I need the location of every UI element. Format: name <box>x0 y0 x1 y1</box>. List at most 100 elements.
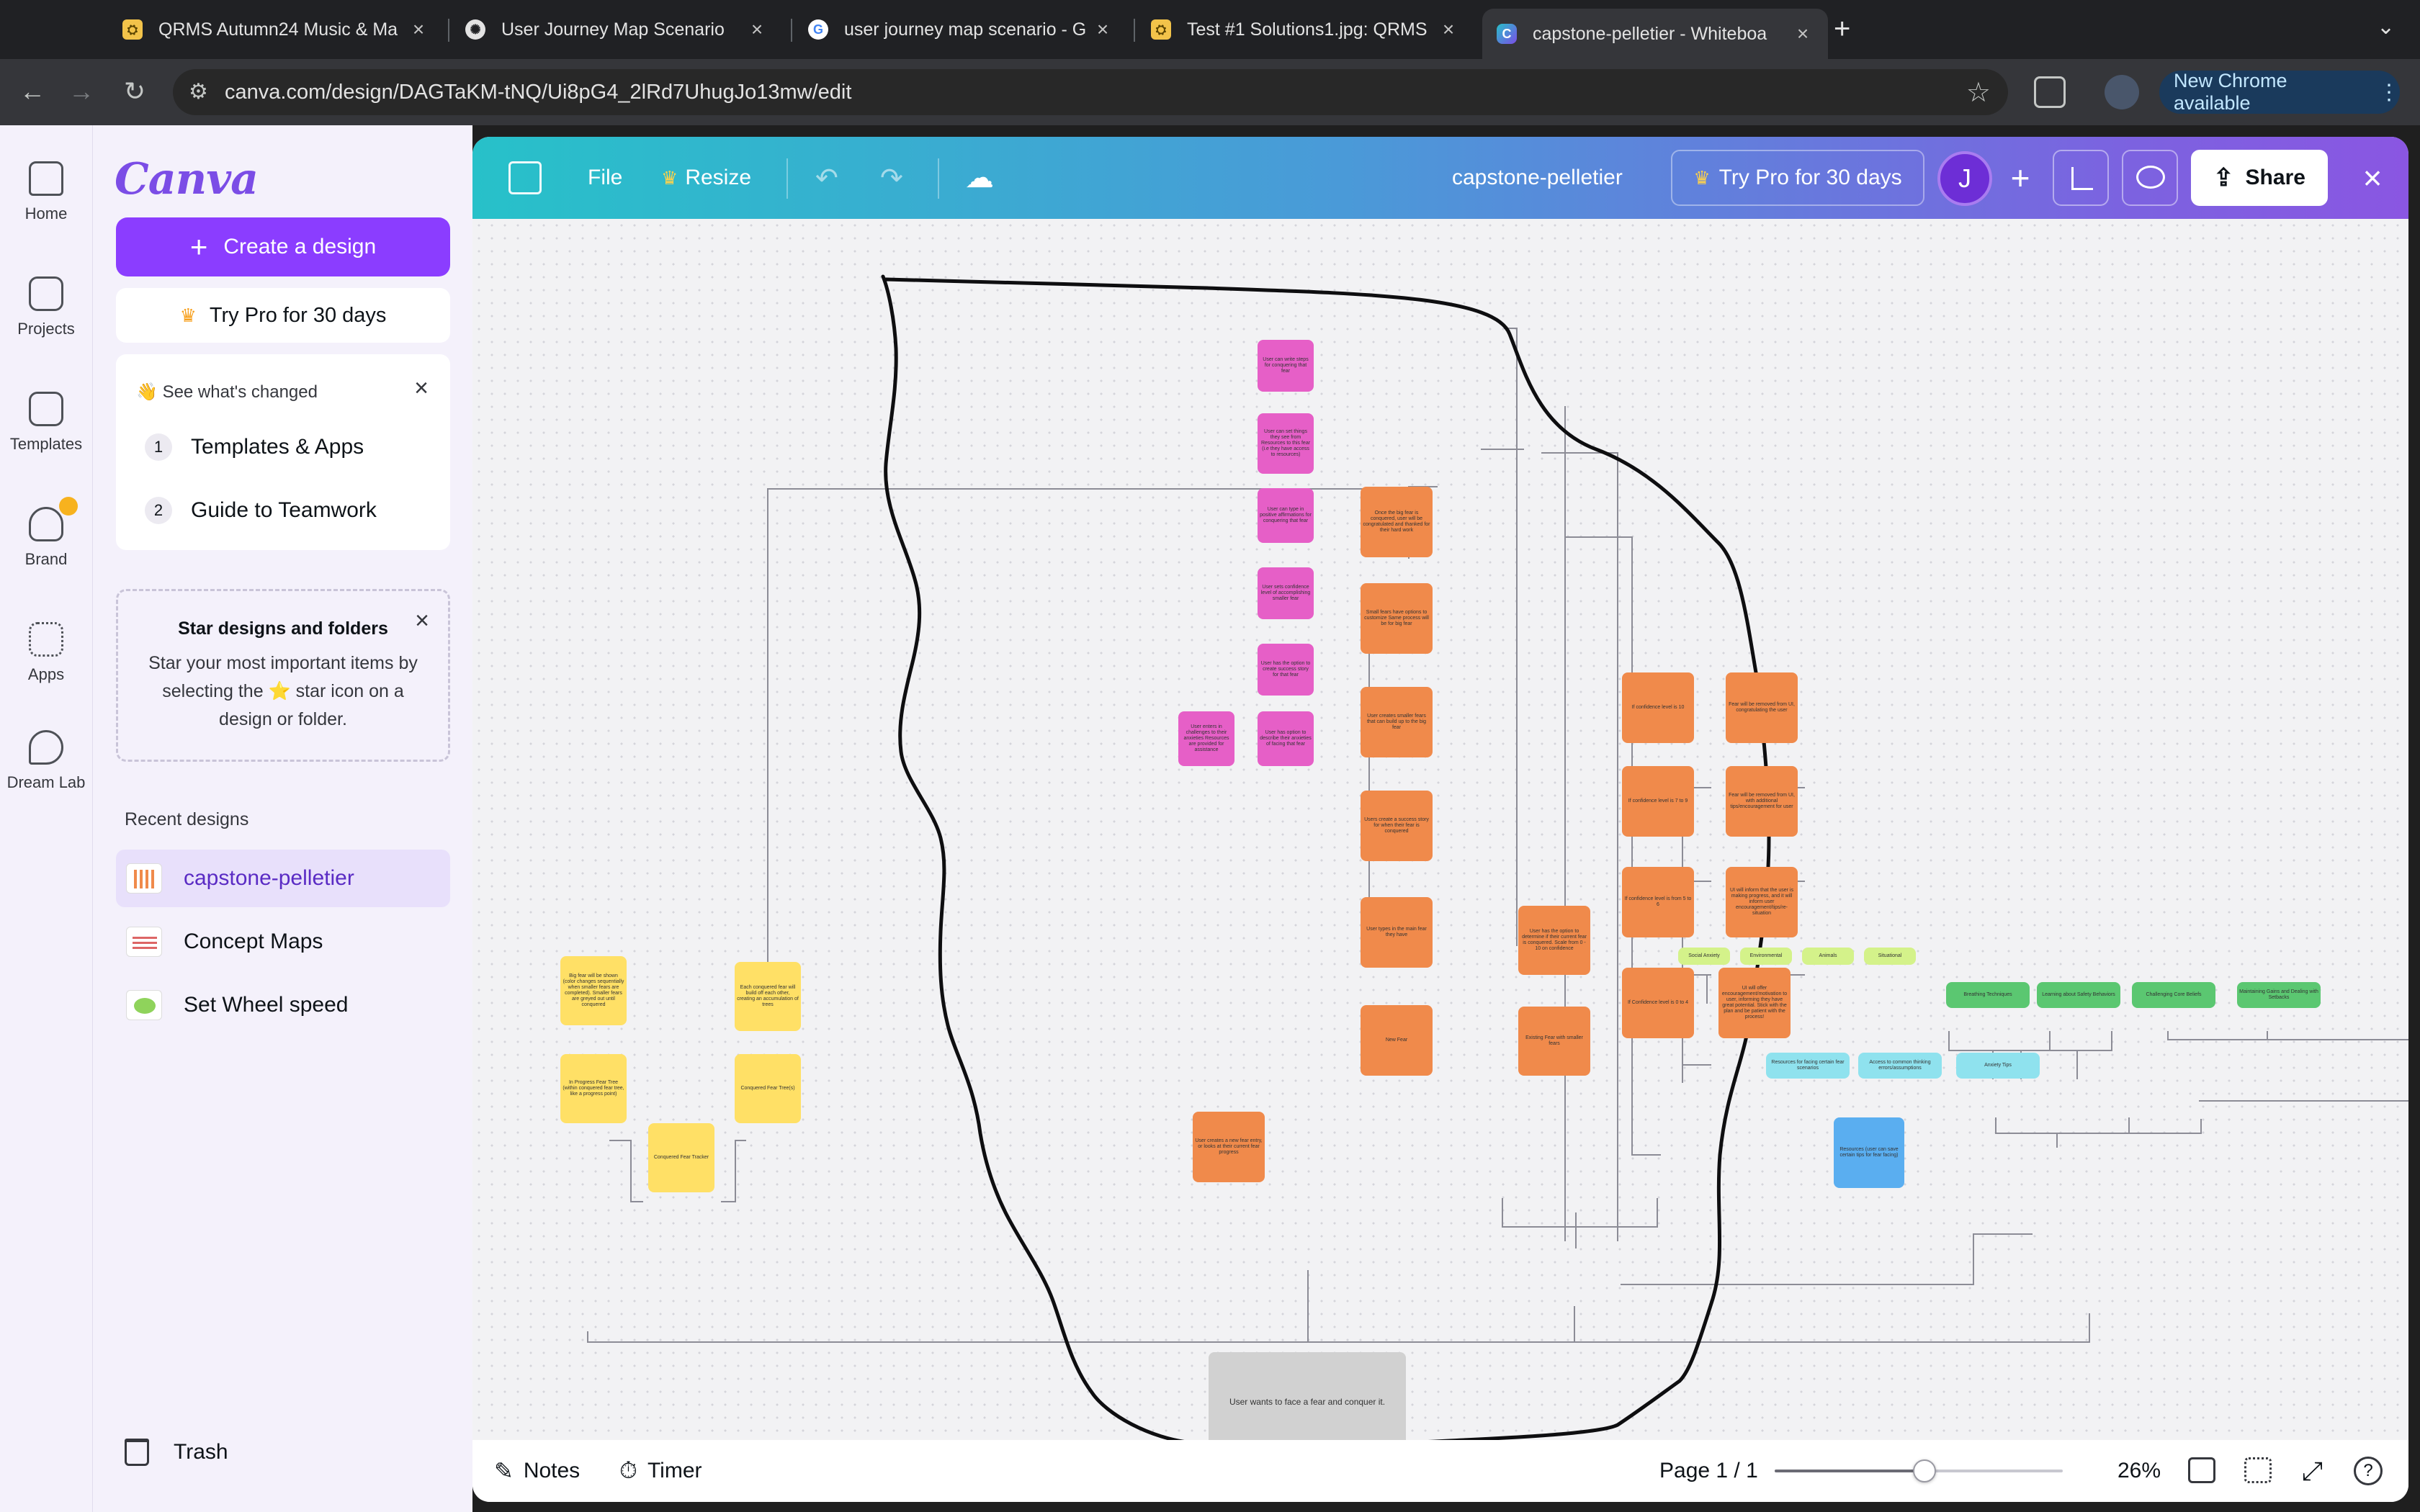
flow-node[interactable]: User types in the main fear they have <box>1361 897 1433 968</box>
flow-node[interactable]: In Progress Fear Tree (within conquered … <box>560 1054 627 1123</box>
zoom-slider-handle[interactable] <box>1913 1459 1936 1482</box>
reload-button[interactable]: ↻ <box>123 76 146 106</box>
flow-node[interactable]: User enters in challenges to their anxie… <box>1178 711 1234 766</box>
flow-node[interactable]: User creates a new fear entry, or looks … <box>1193 1112 1265 1182</box>
close-icon[interactable]: × <box>415 607 429 634</box>
flow-node[interactable]: User can write steps for conquering that… <box>1258 340 1314 392</box>
file-menu-button[interactable]: File <box>588 166 623 189</box>
flow-node[interactable]: Resources (user can save certain tips fo… <box>1834 1117 1904 1188</box>
try-pro-button[interactable]: ♛ Try Pro for 30 days <box>116 288 450 343</box>
pages-view-icon[interactable] <box>2188 1457 2215 1483</box>
flow-node[interactable]: UI will inform that the user is making p… <box>1726 867 1798 937</box>
canva-logo[interactable]: Canva <box>115 154 259 204</box>
notes-button[interactable]: ✎ Notes <box>494 1458 581 1484</box>
try-pro-button[interactable]: ♛ Try Pro for 30 days <box>1671 150 1924 206</box>
flow-node[interactable]: Each conquered fear will build off each … <box>735 962 801 1031</box>
browser-tab[interactable]: ⛭ QRMS Autumn24 Music & Ma × <box>108 9 444 50</box>
insights-button[interactable] <box>2053 150 2109 206</box>
close-icon[interactable]: × <box>1096 18 1109 40</box>
browser-tab[interactable]: ✺ User Journey Map Scenario × <box>451 9 782 50</box>
site-settings-icon[interactable]: ⚙ <box>189 80 208 104</box>
flow-node[interactable]: Challenging Core Beliefs <box>2132 982 2215 1008</box>
resize-button[interactable]: ♛ Resize <box>661 166 752 189</box>
trash-button[interactable]: Trash <box>125 1439 228 1466</box>
zoom-level[interactable]: 26% <box>2118 1459 2161 1482</box>
share-button[interactable]: ⇪ Share <box>2191 150 2328 206</box>
back-button[interactable]: ← <box>19 76 45 106</box>
user-avatar[interactable]: J <box>1937 151 1992 206</box>
browser-tab-active[interactable]: C capstone-pelletier - Whiteboa × <box>1482 9 1828 59</box>
flow-node[interactable]: If Confidence level is 0 to 4 <box>1622 968 1694 1038</box>
start-node[interactable]: User wants to face a fear and conquer it… <box>1209 1352 1406 1440</box>
flow-node[interactable]: User sets confidence level of accomplish… <box>1258 567 1314 619</box>
flow-node[interactable]: Small fears have options to customize Sa… <box>1361 583 1433 654</box>
recent-design-item[interactable]: Concept Maps <box>116 913 450 971</box>
flow-node[interactable]: Anxiety Tips <box>1956 1053 2040 1079</box>
grid-view-icon[interactable] <box>2244 1457 2272 1483</box>
rail-item-apps[interactable]: Apps <box>0 622 92 684</box>
flow-node[interactable]: Conquered Fear Tracker <box>648 1123 714 1192</box>
close-icon[interactable]: × <box>750 18 763 40</box>
flow-node[interactable]: Big fear will be shown (color changes se… <box>560 956 627 1025</box>
new-chrome-available-button[interactable]: New Chrome available ⋮ <box>2159 70 2400 114</box>
flow-node[interactable]: Animals <box>1802 948 1854 965</box>
flow-node[interactable]: Once the big fear is conquered, user wil… <box>1361 487 1433 557</box>
profile-avatar[interactable] <box>2105 75 2139 109</box>
flow-node[interactable]: User can set things they see from Resour… <box>1258 413 1314 474</box>
flow-node[interactable]: If confidence level is 10 <box>1622 672 1694 743</box>
forward-button[interactable]: → <box>68 76 94 106</box>
rail-item-dream-lab[interactable]: Dream Lab <box>0 730 92 792</box>
recent-design-item[interactable]: Set Wheel speed <box>116 976 450 1034</box>
extensions-icon[interactable] <box>2034 76 2066 108</box>
flow-node[interactable]: Environmental <box>1740 948 1792 965</box>
flow-node[interactable]: Breathing Techniques <box>1946 982 2030 1008</box>
flow-node[interactable]: User has option to describe their anxiet… <box>1258 711 1314 766</box>
rail-item-projects[interactable]: Projects <box>0 276 92 338</box>
close-icon[interactable]: × <box>1796 22 1809 45</box>
whats-changed-item[interactable]: 1 Templates & Apps <box>145 433 364 461</box>
flow-node[interactable]: Resources for facing certain fear scenar… <box>1766 1053 1850 1079</box>
design-title[interactable]: capstone-pelletier <box>1452 166 1623 189</box>
redo-icon[interactable]: ↷ <box>880 163 903 194</box>
flow-node[interactable]: New Fear <box>1361 1005 1433 1076</box>
close-icon[interactable]: × <box>414 374 429 402</box>
flow-node[interactable]: User has the option to determine if thei… <box>1518 906 1590 975</box>
close-icon[interactable]: × <box>1442 18 1455 40</box>
flow-node[interactable]: User has the option to create success st… <box>1258 644 1314 696</box>
whiteboard-canvas[interactable]: User can write steps for conquering that… <box>472 219 2408 1440</box>
flow-node[interactable]: Social Anxiety <box>1678 948 1730 965</box>
page-indicator[interactable]: Page 1 / 1 <box>1659 1459 1758 1482</box>
fullscreen-icon[interactable]: ⤢ <box>2302 1455 2323 1485</box>
browser-tab[interactable]: ⛭ Test #1 Solutions1.jpg: QRMS × <box>1137 9 1474 50</box>
flow-node[interactable]: Situational <box>1864 948 1916 965</box>
help-button[interactable]: ? <box>2354 1440 2383 1502</box>
create-design-button[interactable]: + Create a design <box>116 217 450 276</box>
close-editor-button[interactable]: × <box>2362 159 2383 197</box>
new-tab-button[interactable]: + <box>1834 13 1851 45</box>
url-text[interactable]: canva.com/design/DAGTaKM-tNQ/Ui8pG4_2lRd… <box>225 81 852 104</box>
timer-button[interactable]: ⏱ Timer <box>619 1457 702 1483</box>
flow-node[interactable]: Existing Fear with smaller fears <box>1518 1007 1590 1076</box>
flow-node[interactable]: If confidence level is 7 to 9 <box>1622 766 1694 837</box>
flow-node[interactable]: Users create a success story for when th… <box>1361 791 1433 861</box>
flow-node[interactable]: Access to common thinking errors/assumpt… <box>1858 1053 1942 1079</box>
rail-item-brand[interactable]: Brand <box>0 497 92 569</box>
flow-node[interactable]: If confidence level is from 5 to 6 <box>1622 867 1694 937</box>
close-icon[interactable]: × <box>412 18 425 40</box>
rail-item-home[interactable]: Home <box>0 161 92 223</box>
open-external-button[interactable] <box>508 137 542 219</box>
flow-node[interactable]: UI will offer encouragement/motivation t… <box>1718 968 1791 1038</box>
tab-search-chevron-icon[interactable]: ⌄ <box>2377 15 2396 39</box>
cloud-saved-icon[interactable]: ☁ <box>965 162 994 194</box>
comments-button[interactable] <box>2122 150 2178 206</box>
address-bar[interactable]: ⚙ canva.com/design/DAGTaKM-tNQ/Ui8pG4_2l… <box>173 69 2008 115</box>
whats-changed-item[interactable]: 2 Guide to Teamwork <box>145 497 377 524</box>
add-collaborator-button[interactable]: + <box>2010 159 2030 197</box>
flow-node[interactable]: User creates smaller fears that can buil… <box>1361 687 1433 757</box>
bookmark-star-icon[interactable]: ☆ <box>1966 78 1991 108</box>
flow-node[interactable]: User can type in positive affirmations f… <box>1258 488 1314 543</box>
zoom-slider[interactable] <box>1775 1459 2063 1482</box>
undo-icon[interactable]: ↶ <box>815 163 838 194</box>
flow-node[interactable]: Learning about Safety Behaviors <box>2037 982 2120 1008</box>
recent-design-item[interactable]: capstone-pelletier <box>116 850 450 907</box>
